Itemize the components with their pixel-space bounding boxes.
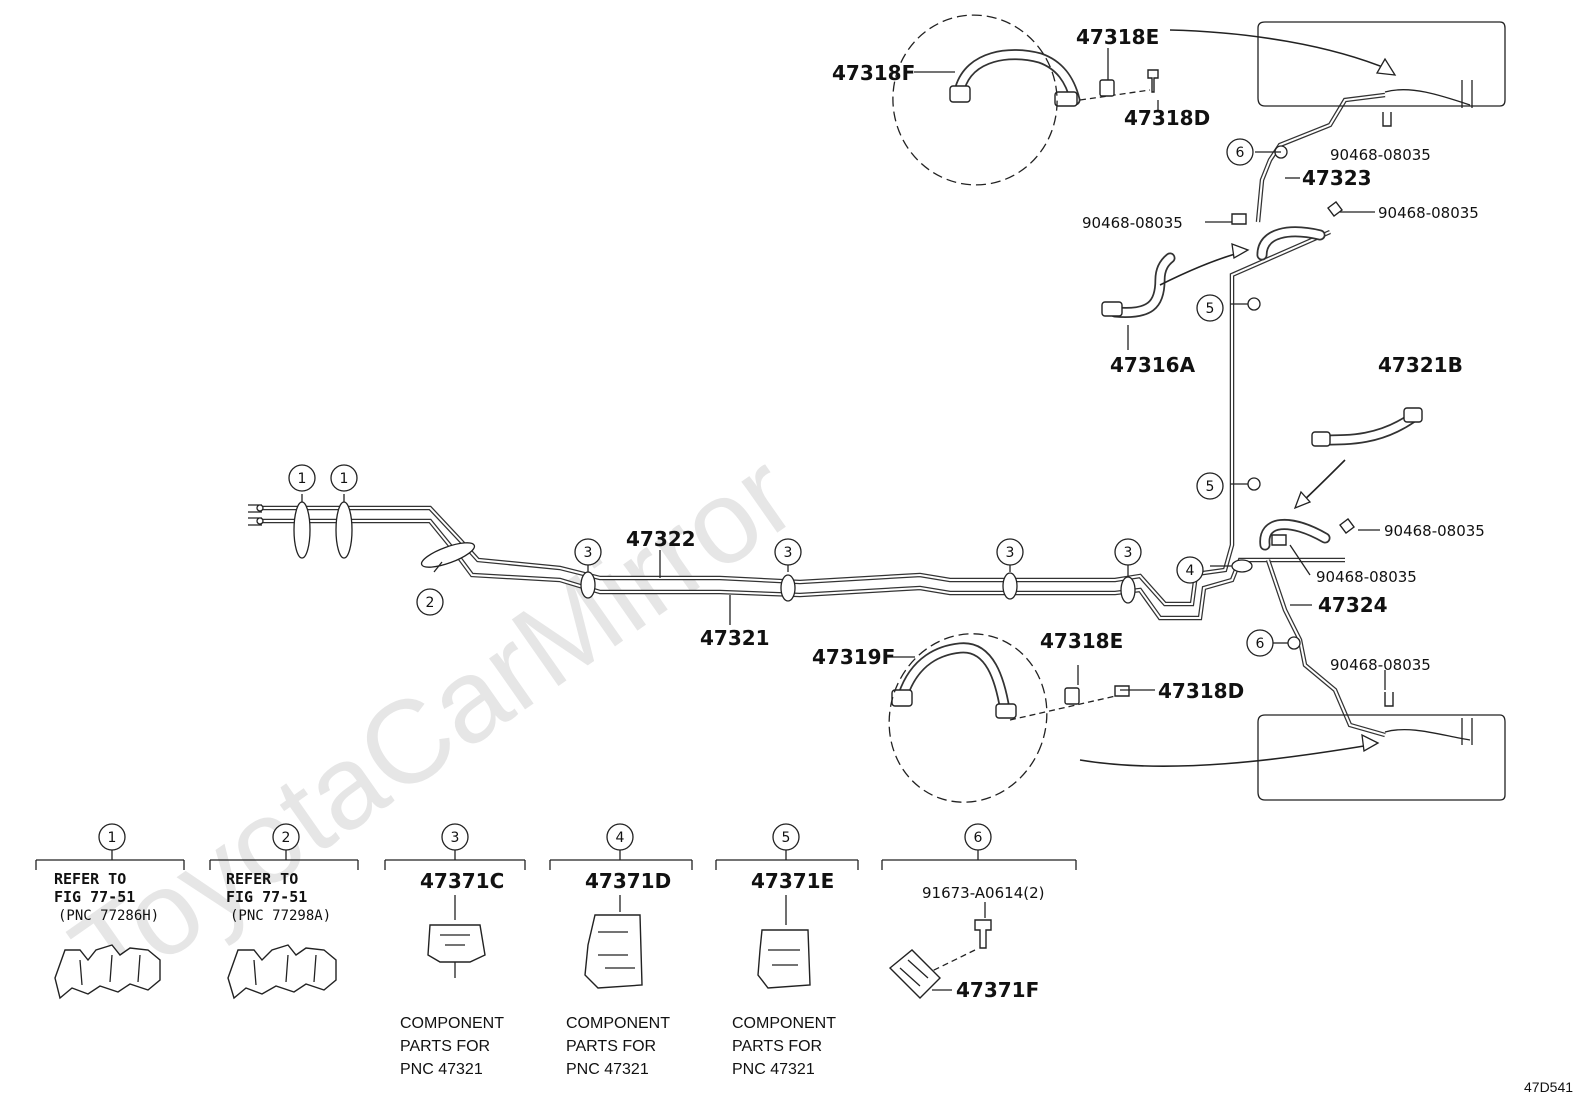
svg-text:6: 6 xyxy=(974,830,983,846)
label-47318E-bottom: 47318E xyxy=(1040,629,1123,653)
legend-item-5: 5 47371E COMPONENT PARTS FOR PNC 47321 xyxy=(715,823,859,1078)
svg-text:PARTS FOR: PARTS FOR xyxy=(400,1038,490,1055)
svg-text:6: 6 xyxy=(1256,636,1265,652)
label-47324: 47324 xyxy=(1318,593,1388,617)
svg-text:3: 3 xyxy=(1124,545,1133,561)
svg-text:5: 5 xyxy=(1206,479,1215,495)
label-90468-b: 90468-08035 xyxy=(1082,214,1183,232)
svg-text:47371D: 47371D xyxy=(585,869,671,893)
svg-text:2: 2 xyxy=(426,595,435,611)
legend-item-3: 3 47371C COMPONENT PARTS FOR PNC 47321 xyxy=(384,823,526,1078)
label-47318F: 47318F xyxy=(832,61,915,85)
svg-text:91673-A0614(2): 91673-A0614(2) xyxy=(922,884,1044,902)
callout-circles: 1 1 2 3 3 3 3 4 5 5 6 6 xyxy=(288,138,1274,657)
svg-text:PARTS FOR: PARTS FOR xyxy=(732,1038,822,1055)
svg-text:PNC 47321: PNC 47321 xyxy=(400,1061,483,1078)
svg-text:47371E: 47371E xyxy=(751,869,834,893)
svg-text:47371F: 47371F xyxy=(956,978,1039,1002)
arrows xyxy=(1079,29,1397,767)
detail-ellipse-top xyxy=(892,14,1058,186)
wheel-box-bottom xyxy=(1257,714,1506,801)
label-47318D-top: 47318D xyxy=(1124,106,1210,130)
label-90468-e: 90468-08035 xyxy=(1316,568,1417,586)
svg-text:5: 5 xyxy=(1206,301,1215,317)
label-47319F: 47319F xyxy=(812,645,895,669)
union-fittings xyxy=(1256,226,1331,551)
label-47318D-bottom: 47318D xyxy=(1158,679,1244,703)
hose-47321B xyxy=(1311,407,1423,447)
bolt-clip-top xyxy=(1079,69,1159,101)
clip-icons-90468 xyxy=(1231,112,1394,707)
wheel-box-top xyxy=(1257,21,1506,107)
label-47321: 47321 xyxy=(700,626,770,650)
label-90468-c: 90468-08035 xyxy=(1378,204,1479,222)
svg-text:PNC 47321: PNC 47321 xyxy=(566,1061,649,1078)
svg-text:PNC 47321: PNC 47321 xyxy=(732,1061,815,1078)
figure-id: 47D541 xyxy=(1524,1079,1573,1095)
svg-text:4: 4 xyxy=(616,830,625,846)
svg-text:(PNC 77286H): (PNC 77286H) xyxy=(58,908,159,924)
svg-text:1: 1 xyxy=(298,471,307,487)
legend-item-2: 2 REFER TO FIG 77-51 (PNC 77298A) xyxy=(209,823,359,1000)
svg-text:FIG 77-51: FIG 77-51 xyxy=(226,888,307,906)
svg-text:47371C: 47371C xyxy=(420,869,504,893)
label-90468-d: 90468-08035 xyxy=(1384,522,1485,540)
hose-47316A xyxy=(1101,252,1176,319)
pipe-47323 xyxy=(1255,92,1386,223)
label-47318E-top: 47318E xyxy=(1076,25,1159,49)
label-90468-a: 90468-08035 xyxy=(1330,146,1431,164)
label-90468-f: 90468-08035 xyxy=(1330,656,1431,674)
svg-text:3: 3 xyxy=(784,545,793,561)
label-47323: 47323 xyxy=(1302,166,1372,190)
svg-text:1: 1 xyxy=(340,471,349,487)
svg-text:6: 6 xyxy=(1236,145,1245,161)
legend: 1 REFER TO FIG 77-51 (PNC 77286H) 2 REFE… xyxy=(35,823,1077,1078)
svg-text:3: 3 xyxy=(451,830,460,846)
svg-text:FIG 77-51: FIG 77-51 xyxy=(54,888,135,906)
svg-text:PARTS FOR: PARTS FOR xyxy=(566,1038,656,1055)
legend-item-4: 4 47371D COMPONENT PARTS FOR PNC 47321 xyxy=(549,823,693,1078)
label-47316A: 47316A xyxy=(1110,353,1196,377)
label-47322: 47322 xyxy=(626,527,696,551)
hose-47318F xyxy=(949,49,1081,107)
svg-text:2: 2 xyxy=(282,830,291,846)
bolt-clip-bottom xyxy=(1009,685,1130,721)
svg-text:REFER TO: REFER TO xyxy=(226,870,298,888)
main-brake-pipes xyxy=(248,229,1345,621)
svg-text:4: 4 xyxy=(1186,563,1195,579)
svg-text:5: 5 xyxy=(782,830,791,846)
leader-lines xyxy=(301,48,1386,691)
svg-text:COMPONENT: COMPONENT xyxy=(400,1015,504,1032)
pipe-47324 xyxy=(1265,559,1386,738)
svg-text:3: 3 xyxy=(1006,545,1015,561)
svg-text:3: 3 xyxy=(584,545,593,561)
detail-ellipse-bottom xyxy=(888,633,1048,803)
svg-text:1: 1 xyxy=(108,830,117,846)
legend-item-6: 6 91673-A0614(2) 47371F xyxy=(881,823,1077,1002)
svg-text:(PNC 77298A): (PNC 77298A) xyxy=(230,908,331,924)
legend-item-1: 1 REFER TO FIG 77-51 (PNC 77286H) xyxy=(35,823,185,1000)
label-47321B: 47321B xyxy=(1378,353,1463,377)
svg-text:COMPONENT: COMPONENT xyxy=(566,1015,670,1032)
svg-text:COMPONENT: COMPONENT xyxy=(732,1015,836,1032)
svg-text:REFER TO: REFER TO xyxy=(54,870,126,888)
hose-47319F xyxy=(891,642,1017,719)
